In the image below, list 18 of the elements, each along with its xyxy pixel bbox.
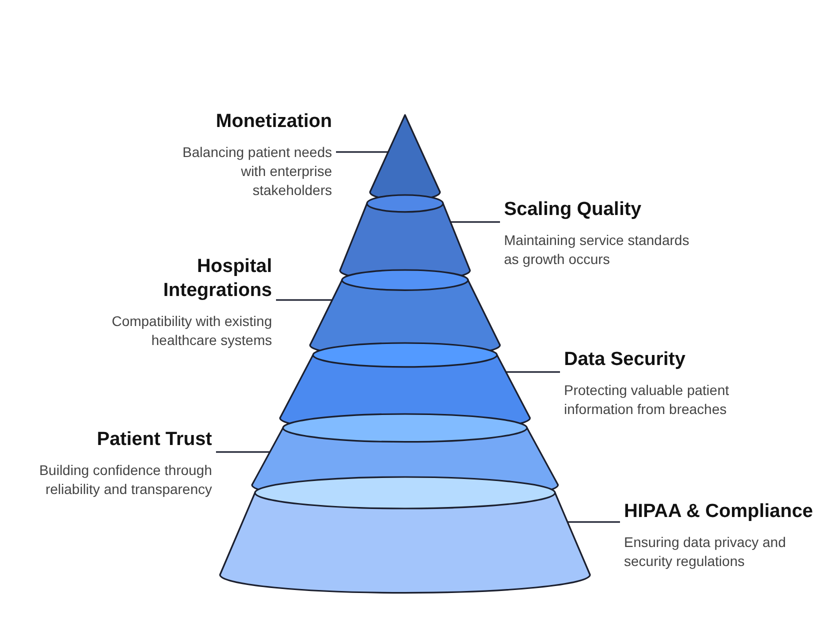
leader-line: [567, 521, 620, 523]
leader-line: [276, 299, 332, 301]
leader-line: [336, 151, 388, 153]
description-text: Protecting valuable patient information from breaches: [564, 381, 730, 419]
leader-line: [216, 451, 270, 453]
description-text: Maintaining service standards as growth occurs: [504, 231, 690, 269]
heading-text: Patient Trust: [96, 428, 212, 452]
description-text: Ensuring data privacy and security regulations: [624, 533, 787, 571]
description-text: Building confidence through reliability and transparency: [38, 461, 212, 499]
heading-text: HIPAA & Compliance: [624, 500, 814, 524]
leader-line: [450, 221, 500, 223]
description-text: Balancing patient needs with enterprise stakeholders: [182, 143, 332, 200]
description-text: Compatibility with existing healthcare systems: [110, 312, 272, 350]
leader-line: [506, 371, 560, 373]
heading-text: Monetization: [214, 110, 332, 134]
heading-text: Hospital Integrations: [162, 255, 272, 303]
heading-text: Data Security: [564, 348, 686, 372]
heading-text: Scaling Quality: [504, 198, 642, 222]
